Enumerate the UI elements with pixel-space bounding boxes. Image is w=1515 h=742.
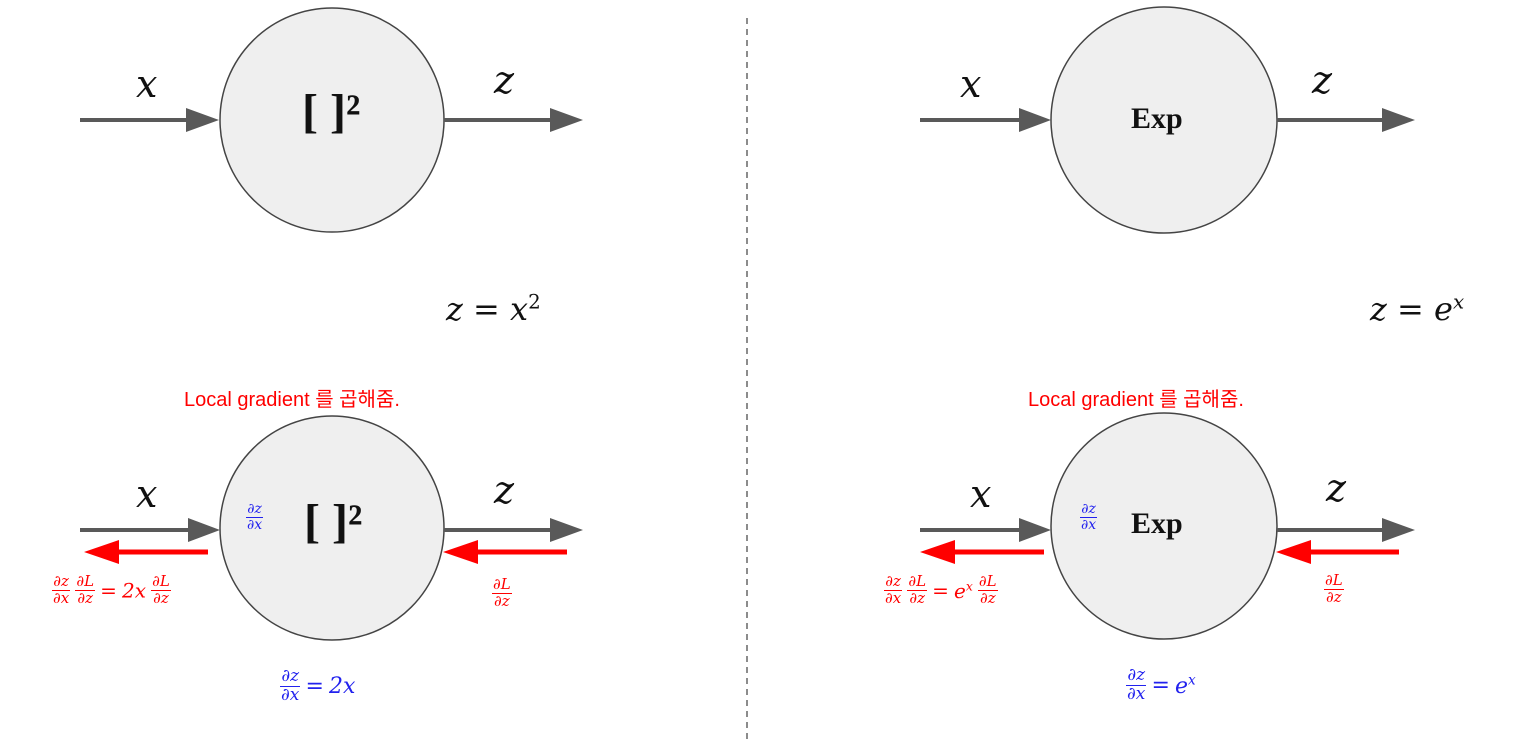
left-ds-eq: = xyxy=(100,578,117,603)
left-bottom-node-label: [ ]² xyxy=(304,495,363,548)
left-ds-f3-den: ∂z xyxy=(153,588,169,607)
left-local-grad-num: ∂z xyxy=(246,501,263,518)
left-upstream-num: ∂L xyxy=(492,575,512,594)
left-eq-base: x xyxy=(510,290,529,328)
right-top-output-arrowhead xyxy=(1382,108,1415,132)
left-ds-f1-den: ∂x xyxy=(53,588,70,607)
right-le-rhs-exp: x xyxy=(1188,672,1196,689)
left-downstream-gradient-arrowhead xyxy=(84,540,119,564)
right-top-input-arrowhead xyxy=(1019,108,1051,132)
left-ds-f2-den: ∂z xyxy=(77,588,93,607)
left-downstream-gradient-equation: ∂z ∂x ∂L ∂z = 2x ∂L ∂z xyxy=(52,572,171,607)
right-upstream-num: ∂L xyxy=(1324,571,1344,590)
left-local-gradient-note: Local gradient 를 곱해줌. xyxy=(184,389,400,411)
left-local-gradient-equation: ∂z ∂x = 2x xyxy=(280,666,356,705)
left-local-grad-den: ∂x xyxy=(247,516,263,533)
right-top-node-label: Exp xyxy=(1131,102,1183,135)
left-le-den: ∂x xyxy=(281,684,300,705)
right-eq-rel: = xyxy=(1397,290,1424,328)
left-eq-exp: 2 xyxy=(528,290,541,314)
right-upstream-gradient-arrowhead xyxy=(1276,540,1311,564)
left-bottom-output-arrowhead xyxy=(550,518,583,542)
right-ds-f3-num: ∂L xyxy=(977,572,998,591)
left-local-gradient-label: ∂z ∂x xyxy=(246,502,263,532)
right-bottom-output-arrowhead xyxy=(1382,518,1415,542)
right-le-den: ∂x xyxy=(1127,683,1146,704)
right-eq-base: e xyxy=(1434,290,1453,328)
left-ds-f3-num: ∂L xyxy=(151,572,171,591)
right-eq-lhs: z xyxy=(1370,290,1387,328)
left-top-input-arrowhead xyxy=(186,108,219,132)
right-eq-exp: x xyxy=(1452,290,1465,314)
left-upstream-den: ∂z xyxy=(494,591,510,610)
right-backward-diagram xyxy=(920,412,1415,640)
right-le-rhs-base: e xyxy=(1175,673,1189,699)
right-bottom-input-arrowhead xyxy=(1019,518,1051,542)
right-upstream-den: ∂z xyxy=(1326,587,1342,606)
left-bottom-input-label: x xyxy=(136,472,158,516)
left-eq-rel: = xyxy=(473,290,500,328)
left-top-input-label: x xyxy=(136,62,158,106)
right-top-input-label: x xyxy=(960,62,982,106)
left-upstream-gradient-label: ∂L ∂z xyxy=(492,575,512,610)
right-ds-f1-num: ∂z xyxy=(884,572,902,591)
right-local-grad-num: ∂z xyxy=(1080,501,1097,518)
right-top-output-label: z xyxy=(1312,58,1333,102)
right-le-eq: = xyxy=(1151,672,1170,698)
left-top-output-arrowhead xyxy=(550,108,583,132)
left-top-node-label: [ ]² xyxy=(302,85,361,138)
right-ds-eq: = xyxy=(932,578,949,603)
right-local-grad-den: ∂x xyxy=(1081,516,1097,533)
right-local-gradient-equation: ∂z ∂x = ex xyxy=(1126,665,1196,704)
left-ds-mid: 2x xyxy=(121,578,146,603)
left-forward-equation: z = x2 xyxy=(446,290,541,328)
right-le-num: ∂z xyxy=(1126,665,1147,686)
right-ds-f1-den: ∂x xyxy=(885,588,902,607)
right-downstream-gradient-arrowhead xyxy=(920,540,955,564)
right-upstream-gradient-label: ∂L ∂z xyxy=(1324,571,1344,606)
right-forward-diagram xyxy=(920,6,1415,234)
right-ds-f3-den: ∂z xyxy=(979,588,996,607)
right-bottom-node-label: Exp xyxy=(1131,507,1183,540)
left-bottom-input-arrowhead xyxy=(188,518,220,542)
left-le-eq: = xyxy=(305,673,324,699)
left-ds-f2-num: ∂L xyxy=(75,572,96,591)
left-bottom-output-label: z xyxy=(494,468,515,512)
right-bottom-output-label: z xyxy=(1326,466,1347,510)
right-ds-f2-num: ∂L xyxy=(907,572,928,591)
left-le-num: ∂z xyxy=(280,666,301,687)
right-downstream-gradient-equation: ∂z ∂x ∂L ∂z = ex ∂L ∂z xyxy=(884,572,998,607)
right-ds-f2-den: ∂z xyxy=(909,588,925,607)
right-ds-mid-exp: x xyxy=(965,577,973,593)
right-local-gradient-label: ∂z ∂x xyxy=(1080,502,1097,532)
left-eq-lhs: z xyxy=(446,290,463,328)
left-top-output-label: z xyxy=(494,58,515,102)
right-local-gradient-note: Local gradient 를 곱해줌. xyxy=(1028,389,1244,411)
left-backward-diagram xyxy=(80,415,583,641)
left-forward-diagram xyxy=(80,7,583,233)
right-bottom-input-label: x xyxy=(970,472,992,516)
right-bottom-node xyxy=(1050,412,1278,640)
right-ds-mid-base: e xyxy=(953,578,966,603)
left-upstream-gradient-arrowhead xyxy=(443,540,478,564)
left-ds-f1-num: ∂z xyxy=(52,572,70,591)
left-le-rhs: 2x xyxy=(329,673,356,699)
right-forward-equation: z = ex xyxy=(1370,290,1464,328)
